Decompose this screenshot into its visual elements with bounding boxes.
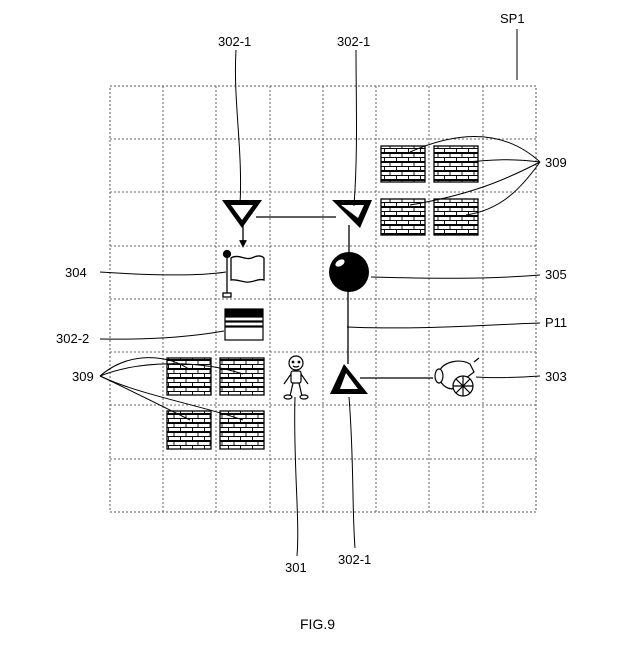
label-cannon: 303 — [545, 369, 567, 384]
label-ball: 305 — [545, 267, 567, 282]
brick-wall-icon — [434, 199, 478, 235]
brick-wall-icon — [220, 411, 264, 449]
reflector-bottom — [330, 364, 368, 394]
player-character-icon — [284, 356, 308, 399]
figure-caption: FIG.9 — [300, 616, 335, 632]
brick-wall-icon — [381, 146, 425, 182]
label-reflector-top-left: 302-1 — [218, 34, 251, 49]
label-block: 302-2 — [56, 331, 89, 346]
label-flag: 304 — [65, 265, 87, 280]
label-sp1: SP1 — [500, 11, 525, 26]
push-block-icon — [225, 309, 263, 340]
label-reflector-top-right: 302-1 — [337, 34, 370, 49]
label-character: 301 — [285, 560, 307, 575]
label-bricks-left: 309 — [72, 369, 94, 384]
label-reflector-bottom: 302-1 — [338, 552, 371, 567]
brick-wall-icon — [220, 358, 264, 395]
goal-flag-icon — [223, 251, 264, 298]
label-bricks-right: 309 — [545, 155, 567, 170]
brick-wall-icon — [434, 146, 478, 182]
light-path — [243, 217, 433, 378]
brick-wall-icon — [167, 411, 211, 449]
reflector-top-left — [222, 200, 262, 228]
leader-lines — [100, 29, 540, 556]
label-path: P11 — [545, 315, 567, 330]
brick-wall-icon — [381, 199, 425, 235]
cannon-icon — [435, 358, 479, 396]
reflector-top-right — [332, 200, 372, 228]
ball-icon — [329, 252, 369, 292]
